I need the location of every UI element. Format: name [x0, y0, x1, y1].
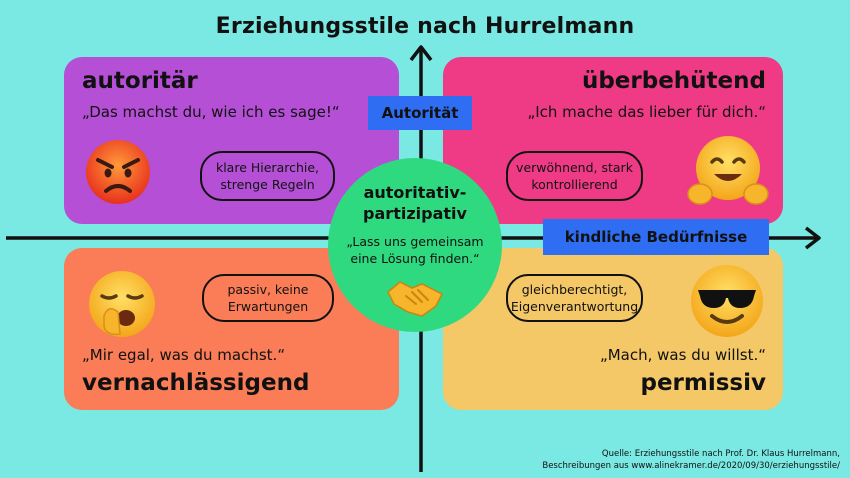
center-title: autoritativ- partizipativ [363, 183, 467, 223]
center-autoritativ-partizipativ: autoritativ- partizipativ „Lass uns geme… [328, 158, 502, 332]
quadrant-quote-ueberbehuetend: „Ich mache das lieber für dich.“ [527, 103, 766, 121]
angry-face-icon [84, 138, 152, 206]
quadrant-quote-vernachlaessigend: „Mir egal, was du machst.“ [82, 346, 286, 364]
quadrant-title-autoritaer: autoritär [82, 68, 198, 94]
quadrant-title-vernachlaessigend: vernachlässigend [82, 370, 310, 396]
handshake-icon [386, 276, 444, 318]
source-note: Quelle: Erziehungsstile nach Prof. Dr. K… [542, 449, 840, 471]
axis-label-autoritaet: Autorität [368, 96, 472, 130]
quadrant-title-ueberbehuetend: überbehütend [581, 68, 766, 94]
yawning-face-icon [86, 268, 158, 340]
quadrant-title-permissiv: permissiv [640, 370, 766, 396]
center-quote: „Lass uns gemeinsam eine Lösung finden.“ [346, 234, 484, 266]
quadrant-quote-autoritaer: „Das machst du, wie ich es sage!“ [82, 103, 340, 121]
quadrant-quote-permissiv: „Mach, was du willst.“ [599, 346, 766, 364]
tag-permissiv: gleichberechtigt,Eigenverantwortung [506, 274, 643, 322]
tag-autoritaer: klare Hierarchie,strenge Regeln [200, 151, 335, 201]
hugging-face-icon [686, 132, 770, 216]
axis-label-kindliche-beduerfnisse: kindliche Bedürfnisse [543, 219, 769, 255]
sunglasses-face-icon [688, 262, 766, 340]
page-title: Erziehungsstile nach Hurrelmann [215, 14, 635, 39]
